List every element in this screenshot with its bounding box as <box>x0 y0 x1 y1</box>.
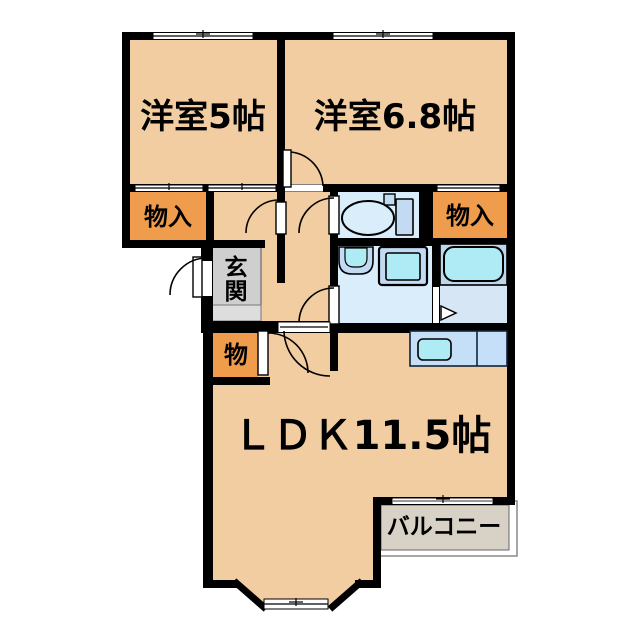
labels: 洋室5帖 洋室6.8帖 物入 物入 玄 関 物 ＬＤＫ11.5帖 バルコニー <box>140 97 501 540</box>
label-closet-left: 物入 <box>144 203 192 231</box>
wall-segment <box>330 333 338 371</box>
bay-wall-left <box>231 578 269 612</box>
window-bedroom1 <box>152 30 254 40</box>
storage-floor <box>213 331 258 377</box>
ldk-floor-lower <box>211 501 377 584</box>
washbasin <box>338 246 374 275</box>
label-entrance-1: 玄 <box>225 254 248 281</box>
balcony <box>376 500 518 557</box>
door-toilet <box>298 195 340 235</box>
label-bedroom2: 洋室6.8帖 <box>314 97 476 137</box>
wall-segment <box>419 184 433 246</box>
wall-segment <box>203 321 213 588</box>
door-bedroom2 <box>282 149 324 192</box>
wall-segment <box>205 377 270 385</box>
wall-segment <box>373 497 381 588</box>
label-balcony: バルコニー <box>387 514 502 540</box>
wall-segment <box>330 184 338 333</box>
wall-segment <box>277 40 285 283</box>
door-ldk <box>277 321 331 377</box>
door-entrance <box>169 256 212 298</box>
wall-segment <box>330 323 515 333</box>
closet-left-floor <box>130 192 206 240</box>
bay-wall-right <box>327 578 365 612</box>
room-bedroom2-floor <box>281 36 511 188</box>
label-storage: 物 <box>224 341 248 369</box>
entrance-step <box>210 304 262 322</box>
closet-right-sliding-door <box>436 184 501 192</box>
kitchen-sink <box>417 338 452 361</box>
door-storage <box>257 330 309 376</box>
label-entrance-2: 関 <box>225 279 248 305</box>
door-bedroom1 <box>245 199 287 235</box>
wall-segment <box>206 184 214 248</box>
bay-window <box>231 578 365 612</box>
window-bedroom2 <box>332 30 434 40</box>
bathroom-door-arrow <box>440 304 458 322</box>
label-bedroom1: 洋室5帖 <box>140 97 266 137</box>
hall-alcove-floor <box>210 188 330 246</box>
kitchen-counter <box>409 330 508 367</box>
wall-segment <box>203 580 237 588</box>
window-ldk-balcony <box>391 495 494 505</box>
wall-segment <box>122 240 265 248</box>
windows <box>134 30 501 505</box>
toilet <box>341 193 414 236</box>
label-closet-right: 物入 <box>446 202 494 230</box>
bedroom1-sliding-door <box>207 183 277 192</box>
doors <box>169 149 458 377</box>
room-bedroom1-floor <box>126 36 281 188</box>
closet-left-sliding-door <box>134 183 204 192</box>
balcony-deck <box>380 504 510 551</box>
closet-right-floor <box>433 192 507 238</box>
bathtub <box>439 243 508 286</box>
hallway-floor <box>261 246 330 327</box>
wall-segment <box>507 32 515 505</box>
washing-machine <box>377 245 429 287</box>
door-bathroom <box>433 287 458 323</box>
entrance-floor <box>210 245 262 306</box>
fixtures <box>338 193 508 367</box>
wall-segment <box>122 32 130 248</box>
label-ldk: ＬＤＫ11.5帖 <box>233 413 492 459</box>
door-washroom <box>298 285 340 325</box>
wall-segment <box>122 32 515 40</box>
wall-segment <box>355 580 381 588</box>
